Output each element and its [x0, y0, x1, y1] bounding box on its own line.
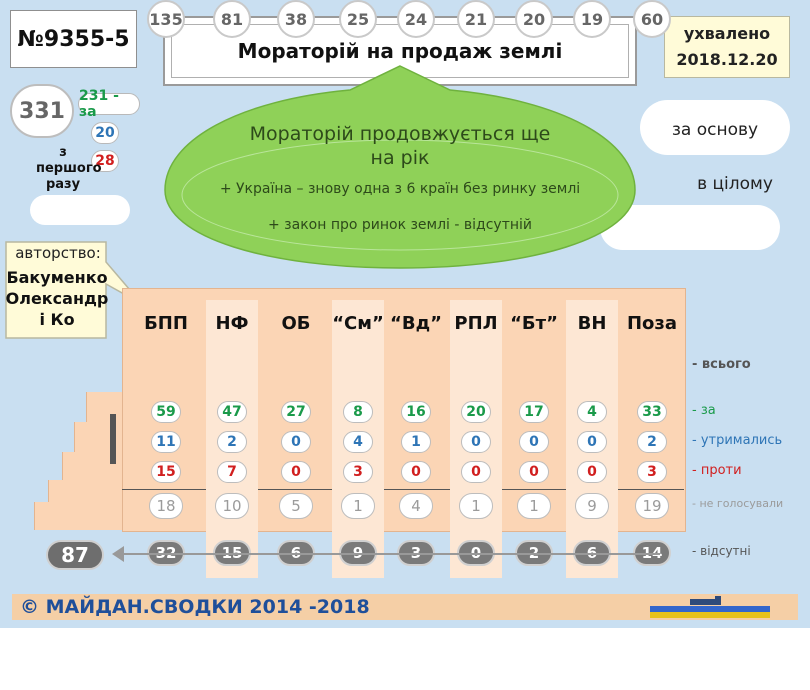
faction-vote-against: 0	[519, 461, 549, 483]
author-label: авторство:	[15, 244, 101, 262]
faction-total: 19	[573, 0, 611, 38]
faction-vote-for: 59	[151, 401, 181, 423]
faction-header: РПЛ	[454, 313, 498, 334]
summary-cloud	[164, 65, 636, 269]
steps-decoration	[30, 392, 123, 530]
faction-header: БПП	[144, 313, 188, 334]
faction-not-voted: 10	[215, 493, 249, 519]
faction-not-voted: 4	[399, 493, 433, 519]
faction-vote-for: 20	[461, 401, 491, 423]
infographic-canvas: №9355-5 Мораторій на продаж землі ухвале…	[0, 0, 810, 628]
stage-basis: за основу	[671, 120, 759, 140]
faction-vote-against: 0	[401, 461, 431, 483]
legend-label: - утримались	[692, 433, 783, 448]
absent-total: 87	[46, 540, 104, 570]
first-reading-against: 28	[91, 150, 119, 172]
faction-vote-abstained: 4	[343, 431, 373, 453]
tractor-icon	[650, 596, 770, 618]
first-reading-total: 331	[10, 84, 74, 138]
faction-header: “Бт”	[510, 313, 558, 334]
faction-vote-against: 3	[637, 461, 667, 483]
faction-total: 81	[213, 0, 251, 38]
status-text: ухвалено	[683, 24, 771, 43]
faction-header: ВН	[577, 313, 607, 334]
stage-whole: в цілому	[697, 174, 773, 194]
faction-not-voted: 1	[341, 493, 375, 519]
author-line-2: Олександр	[5, 289, 109, 308]
faction-vote-against: 0	[461, 461, 491, 483]
faction-header: ОБ	[281, 313, 311, 334]
status-badge: ухвалено 2018.12.20	[664, 16, 790, 78]
absent-arrow-line	[120, 553, 660, 555]
faction-total: 38	[277, 0, 315, 38]
copyright-text: © МАЙДАН.СВОДКИ 2014 -2018	[20, 596, 370, 618]
faction-not-voted: 9	[575, 493, 609, 519]
faction-vote-abstained: 11	[151, 431, 181, 453]
faction-vote-abstained: 0	[577, 431, 607, 453]
faction-total: 24	[397, 0, 435, 38]
first-reading-label: з першого разу	[36, 145, 102, 192]
faction-vote-abstained: 0	[519, 431, 549, 453]
faction-header: “Вд”	[390, 313, 442, 334]
summary-line-1: Мораторій продовжується ще	[249, 123, 551, 145]
summary-line-2: на рік	[370, 147, 430, 169]
faction-vote-for: 4	[577, 401, 607, 423]
author-line-3: і Ко	[39, 310, 75, 329]
faction-vote-abstained: 1	[401, 431, 431, 453]
faction-not-voted: 18	[149, 493, 183, 519]
faction-vote-against: 0	[281, 461, 311, 483]
legend-label: - відсутні	[692, 544, 751, 558]
faction-vote-for: 27	[281, 401, 311, 423]
faction-not-voted: 5	[279, 493, 313, 519]
faction-vote-abstained: 2	[637, 431, 667, 453]
faction-vote-against: 15	[151, 461, 181, 483]
first-reading-abstained: 20	[91, 122, 119, 144]
faction-vote-for: 16	[401, 401, 431, 423]
divider-line	[122, 489, 684, 490]
faction-total: 21	[457, 0, 495, 38]
cloud-decoration	[640, 100, 790, 155]
absent-total-value: 87	[61, 543, 89, 567]
legend-label: - проти	[692, 463, 742, 478]
faction-header: Поза	[626, 313, 678, 334]
author-line-1: Бакуменко	[6, 268, 108, 287]
faction-total: 135	[147, 0, 185, 38]
faction-vote-abstained: 2	[217, 431, 247, 453]
faction-vote-for: 47	[217, 401, 247, 423]
summary-line-3: + Україна – знову одна з 6 країн без рин…	[219, 181, 581, 197]
first-reading-for: 231 - за	[78, 88, 140, 120]
faction-header: “См”	[332, 313, 384, 334]
bill-number: №9355-5	[10, 10, 137, 68]
faction-not-voted: 1	[517, 493, 551, 519]
legend-label: - за	[692, 403, 716, 418]
summary-line-4: + закон про ринок землі - відсутній	[267, 217, 532, 233]
legend-label: - не голосували	[692, 497, 784, 510]
faction-not-voted: 1	[459, 493, 493, 519]
faction-total: 25	[339, 0, 377, 38]
faction-vote-against: 0	[577, 461, 607, 483]
faction-vote-against: 3	[343, 461, 373, 483]
legend-label: - всього	[692, 357, 751, 372]
faction-total: 60	[633, 0, 671, 38]
faction-vote-against: 7	[217, 461, 247, 483]
arrow-left-icon	[112, 546, 124, 562]
faction-vote-abstained: 0	[461, 431, 491, 453]
faction-vote-for: 33	[637, 401, 667, 423]
status-date: 2018.12.20	[676, 50, 778, 69]
faction-vote-abstained: 0	[281, 431, 311, 453]
faction-not-voted: 19	[635, 493, 669, 519]
first-reading-total-value: 331	[19, 98, 65, 124]
faction-header: НФ	[215, 313, 249, 334]
faction-total: 20	[515, 0, 553, 38]
cloud-decoration	[600, 205, 780, 250]
faction-vote-for: 17	[519, 401, 549, 423]
faction-vote-for: 8	[343, 401, 373, 423]
cloud-decoration	[30, 195, 130, 225]
